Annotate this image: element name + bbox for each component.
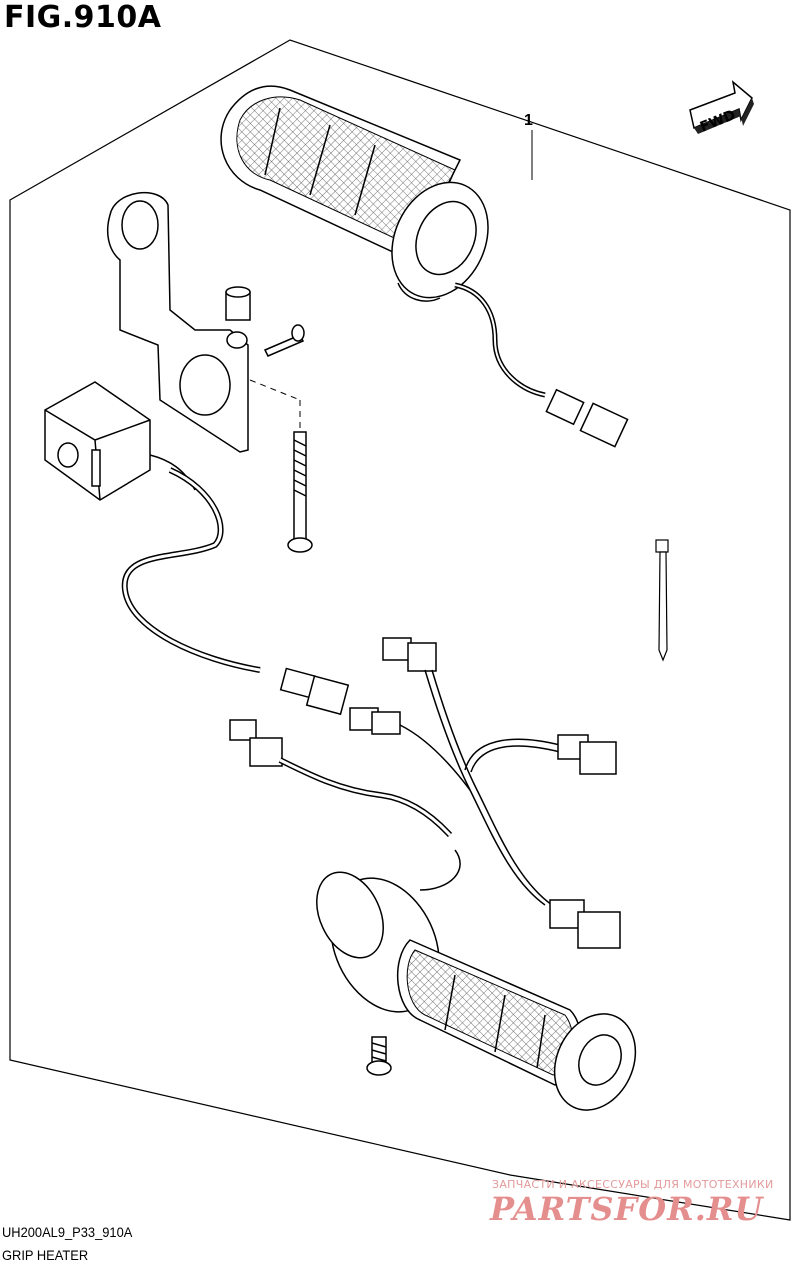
cable-tie [655, 539, 669, 662]
switch-wire-harness [121, 467, 350, 716]
switch-bracket [107, 191, 249, 453]
long-bolt [249, 379, 313, 553]
parts-frame [9, 39, 791, 1221]
main-wire-harness [229, 637, 621, 949]
screw [263, 324, 305, 357]
fwd-arrow-icon: FWD [689, 80, 754, 136]
small-screw [366, 1036, 392, 1076]
spacer-collar [225, 286, 251, 321]
diagram-caption: GRIP HEATER [2, 1247, 89, 1263]
watermark-tagline: ЗАПЧАСТИ И АКСЕССУАРЫ ДЛЯ МОТОТЕХНИКИ [492, 1178, 774, 1191]
watermark-logo: PARTSFOR.RU [490, 1190, 764, 1228]
upper-heated-grip [220, 85, 629, 448]
lower-heated-grip [316, 849, 637, 1111]
drawing-code: UH200AL9_P33_910A [2, 1224, 133, 1240]
figure-title: FIG.910A [4, 0, 162, 35]
